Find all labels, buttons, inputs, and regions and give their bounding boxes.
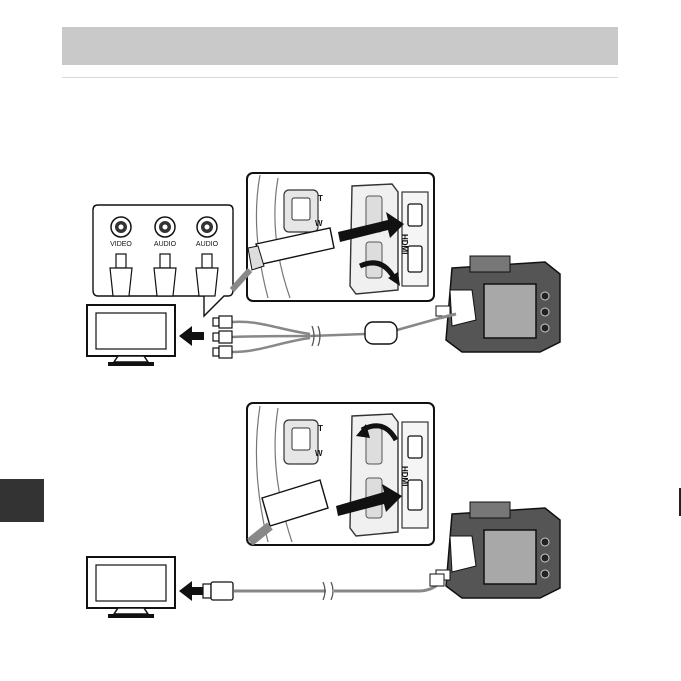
tv-icon	[87, 557, 175, 618]
jack-label-video: VIDEO	[110, 241, 132, 248]
audio-jack-right	[197, 217, 217, 237]
arrow-icon	[179, 581, 203, 601]
arrow-icon	[179, 326, 204, 346]
zoom-wide-mark-2: W	[315, 449, 323, 458]
rca-plug-icon	[213, 316, 232, 358]
camera-icon	[436, 502, 560, 598]
port-closeup-top: T W HDMI	[232, 173, 434, 301]
video-jack	[111, 217, 131, 237]
hdmi-port-label-2: HDMI	[400, 466, 409, 486]
zoom-tele-mark: T	[318, 194, 323, 203]
hdmi-cable	[203, 574, 444, 600]
hdmi-port-label: HDMI	[400, 234, 409, 254]
jack-label-audio-2: AUDIO	[196, 241, 219, 248]
jack-callout: VIDEO AUDIO AUDIO	[93, 205, 233, 316]
zoom-wide-mark: W	[315, 219, 323, 228]
rca-cable	[232, 318, 440, 352]
rca-plug-icon	[110, 254, 218, 296]
jack-label-audio-1: AUDIO	[154, 241, 177, 248]
port-closeup-bottom: T W HDMI	[247, 403, 434, 545]
zoom-tele-mark-2: T	[318, 424, 323, 433]
hdmi-plug-icon	[203, 582, 233, 600]
camera-icon	[436, 256, 560, 352]
ferrite-core	[365, 322, 397, 344]
audio-jack-left	[155, 217, 175, 237]
tv-icon	[87, 305, 175, 366]
